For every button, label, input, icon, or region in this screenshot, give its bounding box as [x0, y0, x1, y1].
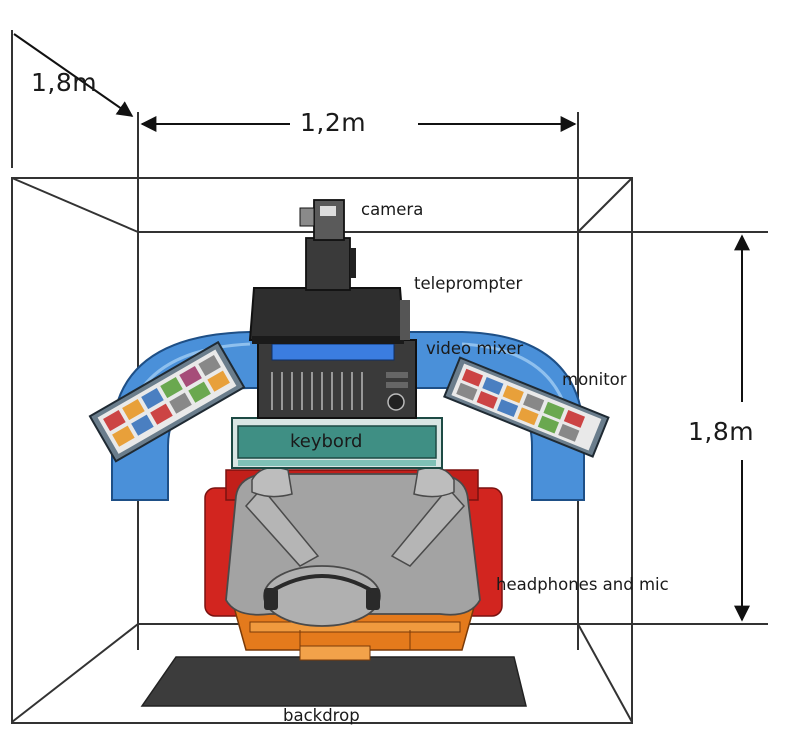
- height-dimension-label: 1,8m: [688, 417, 755, 446]
- depth-dimension-label: 1,8m: [31, 68, 98, 97]
- backdrop-label: backdrop: [283, 706, 360, 725]
- depth-arrow: [13, 33, 134, 117]
- monitor-right: [443, 356, 610, 458]
- headphone-right: [366, 588, 380, 610]
- video-mixer: [257, 339, 417, 419]
- dimension-arrows: [13, 33, 750, 622]
- teleprompter-label: teleprompter: [414, 274, 523, 293]
- booth-top-left-perspective: [11, 177, 139, 233]
- teleprompter: [248, 287, 410, 344]
- width-dimension-label: 1,2m: [300, 108, 367, 137]
- headphones-mic-label: headphones and mic: [496, 575, 669, 594]
- booth-outer-frame: [11, 177, 633, 724]
- keyboard: [231, 417, 443, 469]
- keyboard-label: keybord: [290, 431, 363, 452]
- monitor-left: [88, 340, 246, 463]
- monitor-label: monitor: [562, 370, 627, 389]
- backdrop-mat: [140, 656, 527, 707]
- video-mixer-label: video mixer: [426, 339, 524, 358]
- booth-bottom-right-perspective: [577, 623, 633, 723]
- presenter-figure: [225, 466, 481, 627]
- camera-label: camera: [361, 200, 424, 219]
- camera: [299, 199, 356, 291]
- booth-bottom-left-perspective: [11, 623, 139, 723]
- booth-top-right-perspective: [577, 177, 633, 233]
- headphone-left: [264, 588, 278, 610]
- headphone-band: [268, 574, 376, 594]
